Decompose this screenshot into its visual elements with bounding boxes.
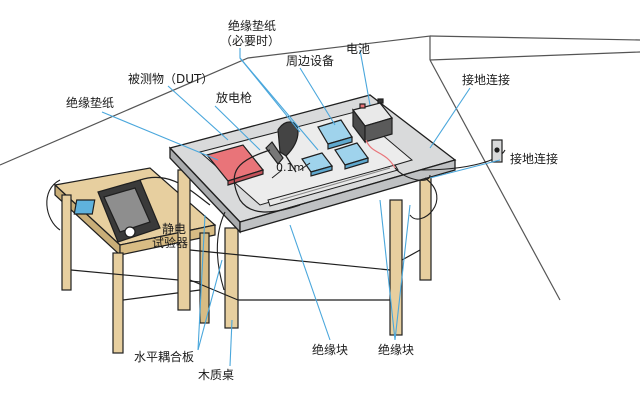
label-dut: 被测物（DUT） xyxy=(128,72,214,86)
label-insulation-block-center: 绝缘块 xyxy=(312,343,349,357)
ground-bracket xyxy=(491,139,503,163)
esd-gun xyxy=(233,121,301,213)
coupling-strip xyxy=(267,164,399,207)
distance-marker xyxy=(271,162,311,179)
room-walls xyxy=(0,35,640,301)
callout-lines xyxy=(101,48,501,367)
label-esd-simulator-2: 试验器 xyxy=(152,236,189,250)
label-esd-simulator-1: 静电 xyxy=(162,222,187,236)
label-hcp: 水平耦合板 xyxy=(134,350,195,364)
label-battery: 电池 xyxy=(346,42,371,56)
label-wooden-table: 木质桌 xyxy=(198,368,235,382)
dut-box xyxy=(205,144,265,186)
cables xyxy=(46,149,506,291)
peripheral-devices xyxy=(301,119,369,177)
label-ground-connection-right: 接地连接 xyxy=(510,152,559,166)
label-esd-gun: 放电枪 xyxy=(216,91,253,105)
label-distance: 0.1m xyxy=(276,161,305,174)
label-insulation-mat-optional-2: （必要时） xyxy=(220,34,281,48)
label-insulation-block-right: 绝缘块 xyxy=(378,343,415,357)
label-peripheral-device: 周边设备 xyxy=(286,54,335,68)
label-insulation-mat: 绝缘垫纸 xyxy=(66,96,115,110)
main-table-legs xyxy=(177,164,432,336)
label-ground-connection-top: 接地连接 xyxy=(462,73,511,87)
battery xyxy=(351,98,396,169)
label-insulation-mat-optional-1: 绝缘垫纸 xyxy=(228,19,277,33)
